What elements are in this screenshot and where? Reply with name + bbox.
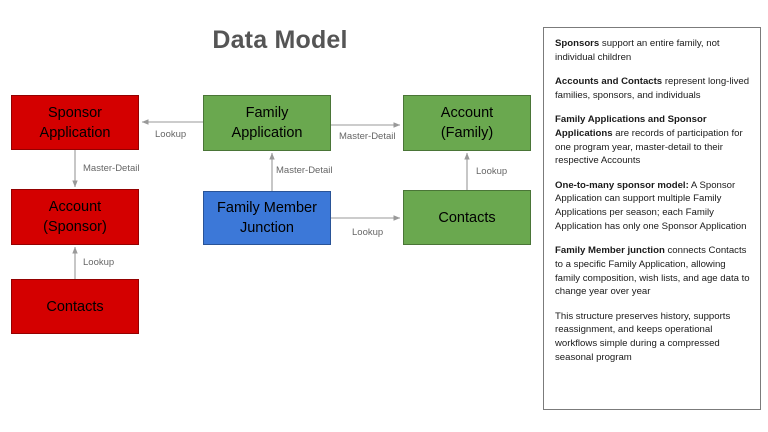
note-item: This structure preserves history, suppor… [555,310,750,364]
edge-label-lookup-family-to-sponsor: Lookup [155,129,187,140]
entity-label: Contacts [46,298,104,315]
note-rest: This structure preserves history, suppor… [555,310,731,363]
entity-account-sponsor[interactable]: Account (Sponsor) [11,189,139,245]
notes-panel: Sponsors support an entire family, not i… [543,27,761,410]
entity-label: Family Member Junction [217,200,317,236]
entity-family-member-junction[interactable]: Family Member Junction [203,191,331,245]
page-title: Data Model [212,26,348,54]
note-rest: support an entire family, not individual… [555,38,720,63]
note-lead: Accounts and Contacts [555,76,663,88]
note-lead: One-to-many sponsor model: [555,179,689,191]
entity-label: Sponsor Application [39,104,111,141]
note-rest: A Sponsor Application can support multip… [555,179,747,232]
entity-account-family[interactable]: Account (Family) [403,95,531,151]
note-rest: represent long-lived families, sponsors,… [555,76,750,101]
entity-contacts-family[interactable]: Contacts [403,190,531,245]
edge-label-master-detail-family-to-account: Master-Detail [339,131,396,142]
note-lead: Family Applications and Sponsor Applicat… [555,114,707,140]
entity-contacts-sponsor[interactable]: Contacts [11,279,139,334]
edge-label-lookup-contacts-to-account-family: Lookup [476,166,508,177]
edge-label-lookup-contacts-to-account-sponsor: Lookup [83,257,115,268]
note-rest: connects Contacts to a specific Family A… [555,245,750,298]
entity-label: Contacts [438,209,496,226]
edge-label-lookup-junction-to-contacts: Lookup [352,227,384,238]
entity-label: Account (Family) [440,105,494,141]
entity-family-application[interactable]: Family Application [203,95,331,151]
edge-label-master-detail-sponsor-app-to-account: Master-Detail [83,163,140,174]
entity-sponsor-application[interactable]: Sponsor Application [11,95,139,150]
note-item: Sponsors support an entire family, not i… [555,37,750,64]
note-lead: Family Member junction [555,245,665,257]
entity-label: Account (Sponsor) [43,199,107,235]
note-item: Family Applications and Sponsor Applicat… [555,113,750,167]
note-lead: Sponsors [555,38,600,49]
edge-label-master-detail-junction-to-family-app: Master-Detail [276,165,333,176]
note-item: Accounts and Contacts represent long-liv… [555,75,750,102]
note-rest: are records of participation for one pro… [555,128,743,167]
note-item: Family Member junction connects Contacts… [555,244,750,298]
note-item: One-to-many sponsor model: A Sponsor App… [555,179,750,233]
entity-label: Family Application [231,105,303,141]
